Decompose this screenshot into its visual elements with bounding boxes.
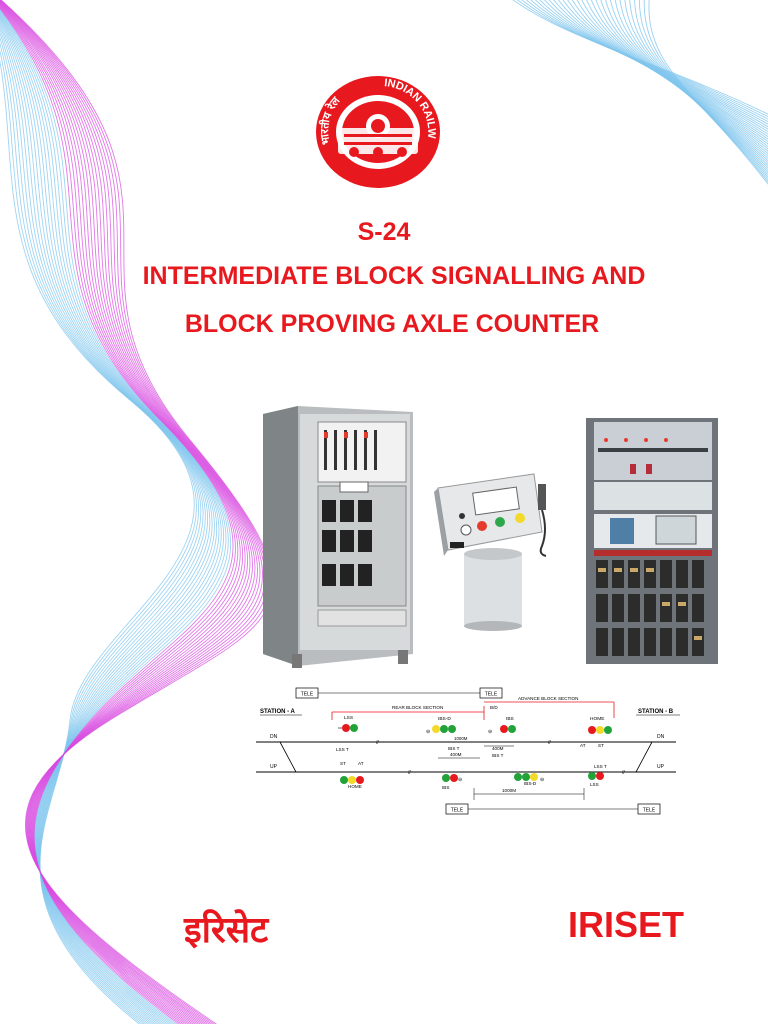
relay-rack-cabinet-image bbox=[263, 406, 413, 668]
footer-hindi-name: इरिसेट bbox=[184, 910, 269, 951]
wave-line bbox=[586, 0, 768, 155]
at-bottom-label: AT bbox=[358, 761, 364, 766]
dn-left-label: DN bbox=[270, 734, 278, 740]
wave-line bbox=[0, 15, 220, 1024]
st-bottom-label: ST bbox=[340, 761, 346, 766]
wave-line bbox=[581, 0, 768, 152]
wave-line bbox=[0, 25, 209, 1024]
wave-line bbox=[595, 0, 768, 160]
tele-box-bottom-right: TELE bbox=[643, 808, 656, 814]
wave-line bbox=[0, 4, 246, 1024]
lss-bottom-label: LSS bbox=[590, 782, 599, 787]
ibs-layout-diagram: TELE TELE TELE TELE STATION - A STATION … bbox=[256, 687, 680, 815]
dist-1000-top-label: 1000M bbox=[454, 736, 468, 741]
wave-line bbox=[0, 7, 234, 1024]
wave-line bbox=[0, 2, 253, 1024]
up-right-label: UP bbox=[657, 764, 665, 770]
wave-line bbox=[0, 36, 202, 1024]
advance-block-section-label: ADVANCE BLOCK SECTION bbox=[518, 696, 578, 701]
up-left-label: UP bbox=[270, 764, 278, 770]
dist-400-mid-label: 400M bbox=[492, 746, 504, 751]
control-panel-image bbox=[434, 473, 547, 631]
wave-line bbox=[610, 0, 768, 167]
wave-line bbox=[634, 0, 768, 178]
rear-block-section-label: REAR BLOCK SECTION bbox=[392, 705, 443, 710]
svg-text:⊖: ⊖ bbox=[540, 777, 544, 783]
axle-counter-rack-image bbox=[586, 418, 718, 664]
tele-box-top-right: TELE bbox=[485, 692, 498, 698]
indian-railways-logo: INDIAN RAILWAYS भारतीय रेल bbox=[314, 74, 440, 188]
wave-line bbox=[600, 0, 768, 162]
ibs-bottom-label: IBS bbox=[442, 785, 449, 790]
lss-t-bottom-label: LSS T bbox=[594, 764, 607, 769]
wave-line bbox=[0, 28, 206, 1024]
wave-line bbox=[0, 3, 249, 1024]
document-code: S-24 bbox=[357, 218, 411, 246]
wave-line bbox=[0, 4, 244, 1024]
document-title-line-1: INTERMEDIATE BLOCK SIGNALLING AND bbox=[142, 262, 646, 290]
wave-line bbox=[0, 5, 241, 1024]
wave-line bbox=[614, 0, 768, 169]
dn-right-label: DN bbox=[657, 734, 665, 740]
home-bottom-label: HOME bbox=[348, 784, 362, 789]
wave-line bbox=[605, 0, 768, 164]
dist-400-top-label: 400M bbox=[450, 752, 462, 757]
at-top-label: AT bbox=[580, 743, 586, 748]
bsd-label: B/D bbox=[490, 705, 498, 710]
lss-t-top-label: LSS T bbox=[336, 747, 349, 752]
wave-line bbox=[0, 22, 211, 1024]
svg-text://: // bbox=[622, 770, 625, 776]
ibs-top-label: IBS bbox=[506, 716, 514, 722]
wave-line bbox=[619, 0, 768, 171]
svg-text:⊖: ⊖ bbox=[426, 729, 430, 735]
lss-top-label: LSS bbox=[344, 715, 353, 721]
wave-line bbox=[638, 0, 768, 181]
st-top-label: ST bbox=[598, 743, 604, 748]
svg-text:⊖: ⊖ bbox=[488, 729, 492, 735]
dist-1000-bottom-label: 1000M bbox=[502, 788, 516, 793]
wave-line bbox=[648, 0, 768, 185]
wave-line bbox=[0, 2, 251, 1024]
station-a-label: STATION - A bbox=[260, 709, 296, 715]
wave-line bbox=[643, 0, 768, 183]
ibs-t-mid-label: IBS T bbox=[492, 753, 504, 758]
ibs-d-top-label: IBS-D bbox=[438, 716, 451, 722]
tele-box-bottom-left: TELE bbox=[451, 808, 464, 814]
document-title-line-2: BLOCK PROVING AXLE COUNTER bbox=[184, 310, 600, 338]
svg-text:⊖: ⊖ bbox=[458, 777, 462, 783]
ibs-d-bottom-label: IBS-D bbox=[524, 781, 537, 786]
wave-line bbox=[0, 12, 225, 1024]
home-top-label: HOME bbox=[590, 716, 604, 722]
svg-text://: // bbox=[376, 740, 379, 746]
footer-english-name: IRISET bbox=[568, 904, 685, 945]
tele-box-top-left: TELE bbox=[301, 692, 314, 698]
ibs-t-top-label: IBS T bbox=[448, 746, 460, 751]
wave-line bbox=[629, 0, 768, 176]
wave-line bbox=[624, 0, 768, 174]
wave-line bbox=[0, 42, 200, 1024]
svg-text://: // bbox=[408, 770, 411, 776]
svg-text://: // bbox=[548, 740, 551, 746]
station-b-label: STATION - B bbox=[638, 709, 674, 715]
